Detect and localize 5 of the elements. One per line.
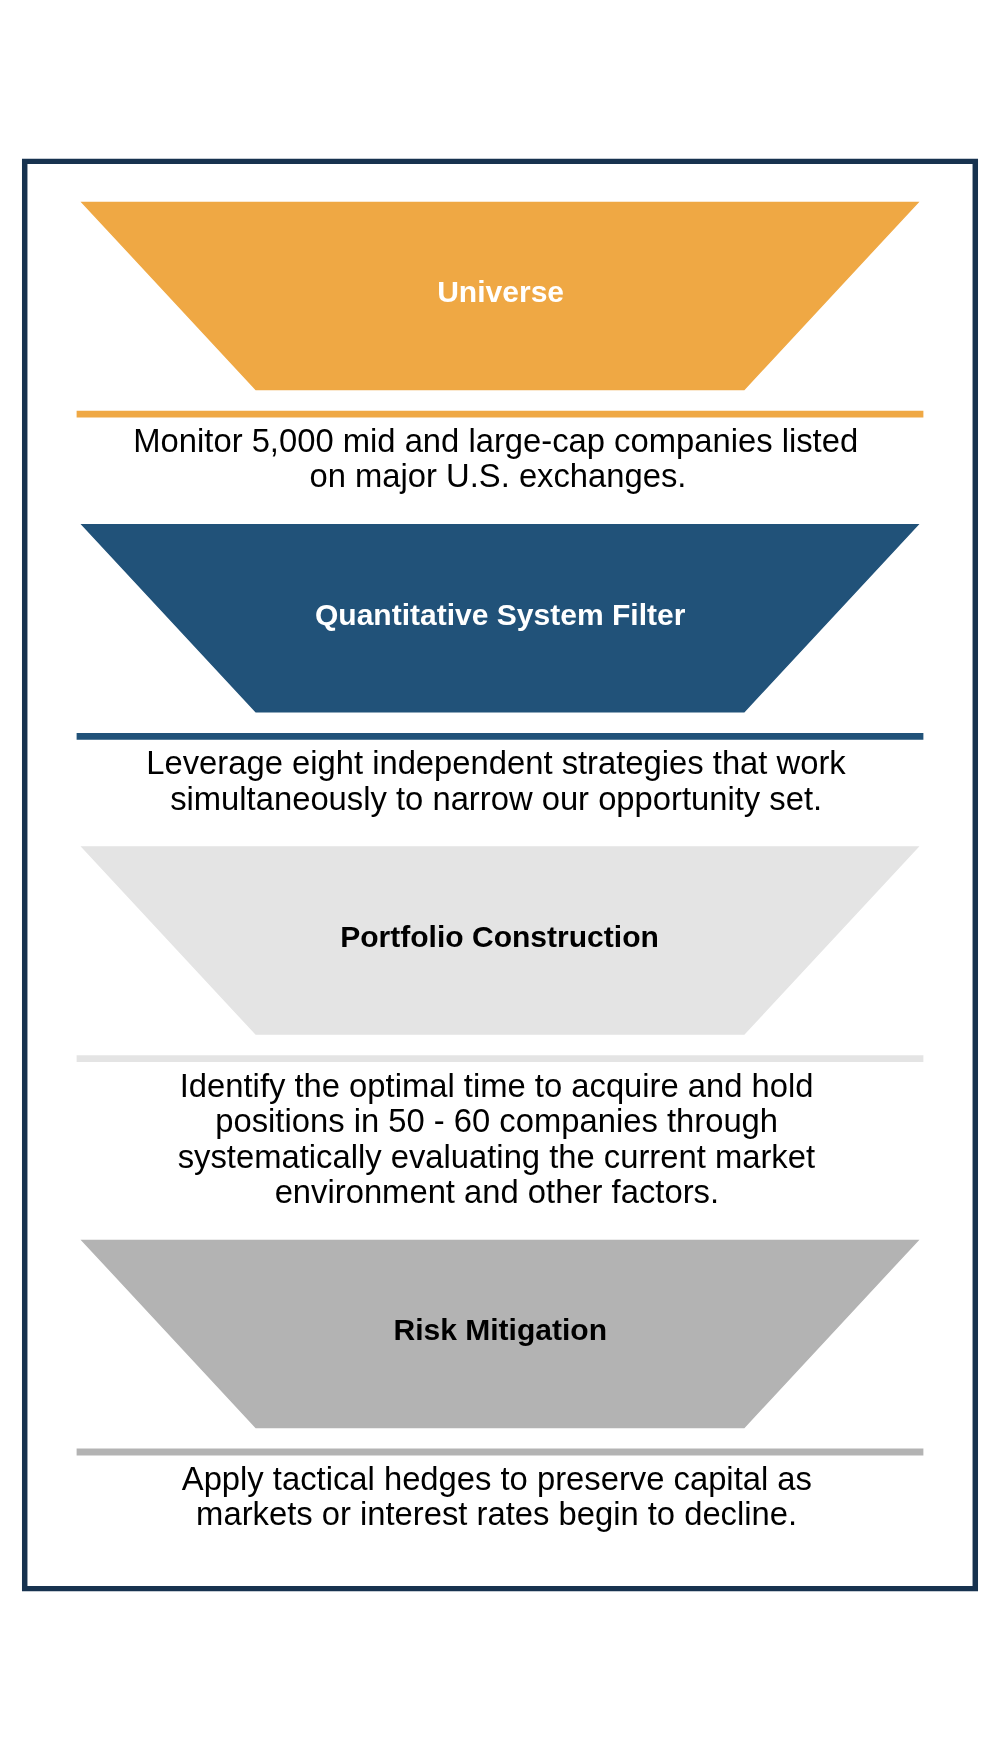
- node-label: Leverage eight independent strategies that work simultaneously to narrow our opportunity set.: [146, 744, 846, 817]
- node-label: Identify the optimal time to acquire and hold positions in 50 - 60 companies through systematically evaluating the current market environment and other factors.: [177, 1066, 816, 1211]
- node-label: Apply tactical hedges to preserve capital as markets or interest rates begin to decline.: [181, 1459, 812, 1533]
- node-label: Monitor 5,000 mid and large-cap companies listed on major U.S. exchanges.: [133, 421, 859, 495]
- cluster: [22, 158, 978, 1592]
